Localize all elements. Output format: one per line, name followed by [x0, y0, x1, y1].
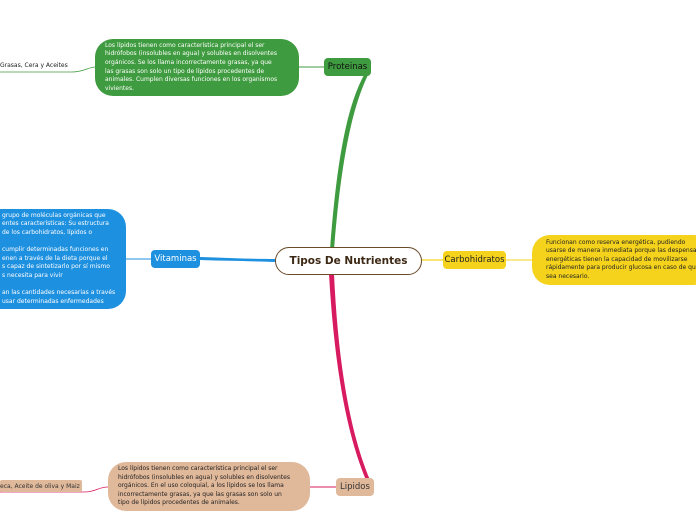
vitaminas-desc-line: usar determinadas enfermedades	[2, 297, 104, 305]
topic-vitaminas[interactable]: Vitaminas	[151, 250, 200, 268]
proteinas-desc-line: las grasas son solo un tipo de lípidos p…	[105, 67, 265, 75]
lipidos-desc-line: incorrectamente grasas, ya que las grasa…	[118, 490, 282, 498]
lipidos-desc-line: tipo de lípidos procedentes de animales.	[118, 499, 240, 507]
topic-proteinas[interactable]: Proteinas	[324, 58, 371, 76]
lipidos-leaf[interactable]: eca, Aceite de oliva y Maiz	[0, 480, 82, 492]
vitaminas-desc-line: cumplir determinadas funciones en	[2, 246, 109, 254]
vitaminas-desc-line	[2, 238, 116, 247]
link-lipidos-leaf	[0, 486, 109, 493]
proteinas-description-bubble[interactable]: Los lípidos tienen como característica p…	[95, 39, 299, 96]
lipidos-desc-line: hidrófobos (insolubles en agua) y solubl…	[118, 473, 290, 481]
link-center-vitaminas	[200, 257, 276, 262]
link-proteinas-leaf	[0, 66, 97, 73]
lipidos-description-bubble[interactable]: Los lípidos tienen como característica p…	[108, 462, 310, 511]
proteinas-leaf-label: Grasas, Cera y Aceites	[0, 62, 68, 69]
topic-carbohidratos-label: Carbohidratos	[444, 255, 505, 265]
vitaminas-desc-line	[2, 280, 116, 289]
carbohidratos-desc-line: Funcionan como reserva energética, pudie…	[546, 238, 686, 246]
proteinas-desc-line: orgánicos. Se los llama incorrectamente …	[105, 58, 272, 66]
link-center-lipidos	[329, 274, 370, 480]
vitaminas-desc-line: grupo de moléculas orgánicas que	[2, 211, 106, 219]
vitaminas-desc-line: s capaz de sintetizarlo por sí mismo	[2, 263, 110, 271]
vitaminas-desc-line: de los carbohidratos, lípidos o	[2, 228, 93, 236]
vitaminas-desc-line: entes características: Su estructura	[2, 220, 109, 228]
topic-lipidos[interactable]: Lipidos	[336, 478, 374, 496]
carbohidratos-desc-line: rápidamente para producir glucosa en cas…	[546, 264, 696, 272]
proteinas-leaf[interactable]: Grasas, Cera y Aceites	[0, 62, 68, 69]
topic-lipidos-label: Lipidos	[340, 482, 370, 492]
vitaminas-desc-line: s necesita para vivir	[2, 271, 63, 279]
carbohidratos-desc-line: sea necesario.	[546, 272, 590, 280]
proteinas-desc-line: hidrófobos (insolubles en agua) y solubl…	[105, 50, 277, 58]
vitaminas-desc-line: an las cantidades necesarias a través	[2, 289, 116, 297]
lipidos-desc-line: Los lípidos tienen como característica p…	[118, 465, 278, 473]
topic-vitaminas-label: Vitaminas	[154, 254, 197, 264]
lipidos-leaf-label: eca, Aceite de oliva y Maiz	[0, 482, 80, 490]
topic-carbohidratos[interactable]: Carbohidratos	[443, 251, 506, 269]
link-center-proteinas	[330, 75, 368, 250]
proteinas-desc-line: vivientes.	[105, 84, 135, 92]
topic-proteinas-label: Proteinas	[327, 62, 368, 72]
carbohidratos-desc-line: energéticas tienen la capacidad de movil…	[546, 255, 688, 263]
carbohidratos-description-bubble[interactable]: Funcionan como reserva energética, pudie…	[532, 235, 696, 285]
central-topic[interactable]: Tipos De Nutrientes	[275, 247, 422, 275]
proteinas-desc-line: Los lípidos tienen como característica p…	[105, 41, 265, 49]
lipidos-desc-line: orgánicos. En el uso coloquial, a los lí…	[118, 482, 284, 490]
central-topic-label: Tipos De Nutrientes	[289, 255, 408, 267]
vitaminas-desc-line: enen a través de la dieta porque el	[2, 254, 108, 262]
proteinas-desc-line: animales. Cumplen diversas funciones en …	[105, 76, 278, 84]
vitaminas-description-bubble[interactable]: grupo de moléculas orgánicas que entes c…	[0, 209, 126, 309]
carbohidratos-desc-line: usarse de manera inmediata porque las de…	[546, 247, 696, 255]
